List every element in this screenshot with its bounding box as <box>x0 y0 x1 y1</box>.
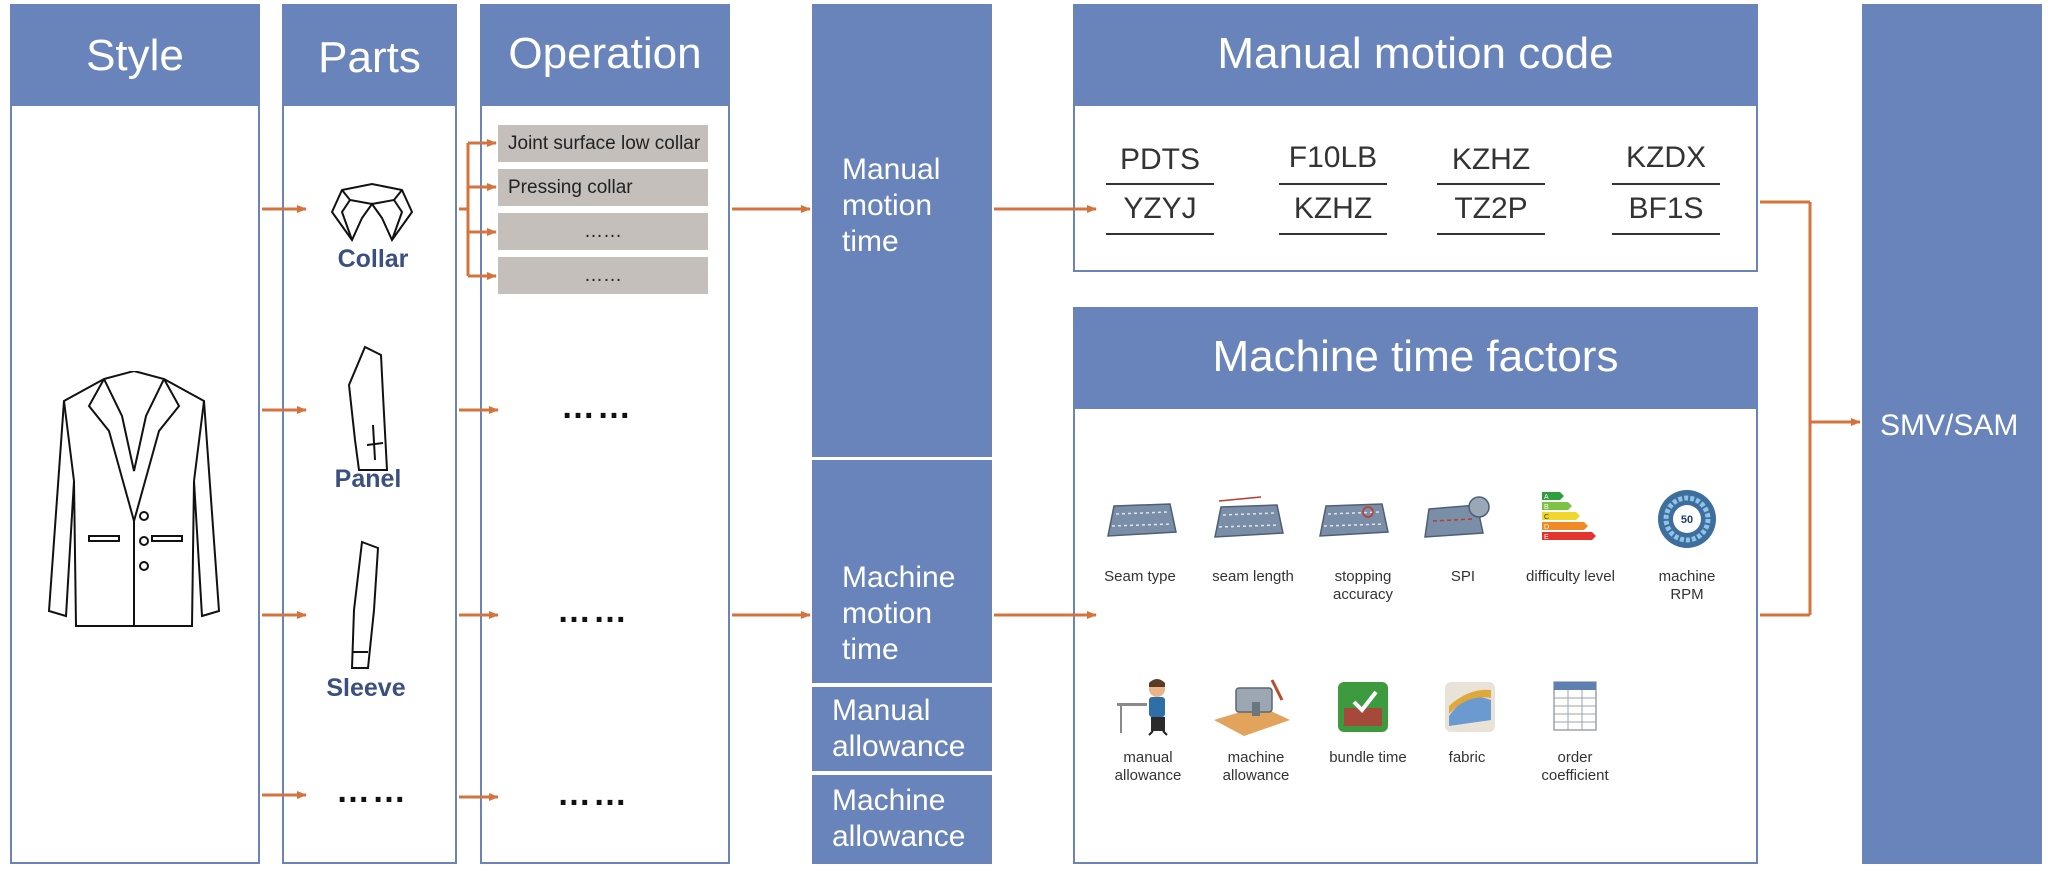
difficulty-letter: B <box>1544 504 1549 511</box>
factor-label: manual allowance <box>1114 749 1182 784</box>
jacket-icon <box>47 371 221 627</box>
manual-motion-time-label: Manual motion time <box>842 153 941 258</box>
seam-type-icon <box>1107 503 1177 537</box>
operation-header: Operation <box>482 6 728 106</box>
difficulty-level-icon: A B C D E <box>1542 492 1596 541</box>
factor-label: machine allowance <box>1222 749 1290 784</box>
collar-icon <box>330 182 414 242</box>
order-coefficient-icon <box>1553 681 1597 731</box>
manual-motion-code-panel: Manual motion code <box>1073 4 1758 272</box>
factor-label: bundle time <box>1329 749 1407 766</box>
manual-allowance-icon <box>1117 679 1168 736</box>
code-divider <box>1437 183 1545 185</box>
code-divider <box>1106 233 1214 235</box>
motion-code: KZDX <box>1625 141 1706 174</box>
manual-motion-code-header: Manual motion code <box>1075 6 1756 106</box>
difficulty-letter: A <box>1544 494 1549 501</box>
motion-code: BF1S <box>1628 192 1704 225</box>
machine-allowance-icon <box>1214 679 1290 736</box>
operation-item: …… <box>498 257 708 294</box>
motion-code: PDTS <box>1119 143 1200 176</box>
operation-more-rest: …… <box>557 775 629 813</box>
code-divider <box>1279 233 1387 235</box>
stopping-accuracy-icon <box>1319 503 1389 537</box>
difficulty-letter: D <box>1544 524 1549 531</box>
style-header: Style <box>12 6 258 106</box>
machine-allowance-block: Machine allowance <box>812 775 992 864</box>
machine-motion-time-block: Machine motion time <box>812 460 992 683</box>
factor-label: order coefficient <box>1541 749 1609 784</box>
motion-code: KZHZ <box>1293 192 1373 225</box>
machine-motion-time-label: Machine motion time <box>842 561 956 666</box>
operation-more-sleeve: …… <box>557 592 629 630</box>
sleeve-icon <box>350 540 380 669</box>
motion-code: KZHZ <box>1451 143 1531 176</box>
manual-allowance-block: Manual allowance <box>812 687 992 771</box>
part-more: …… <box>336 772 408 810</box>
motion-code: TZ2P <box>1454 192 1528 225</box>
parts-column: Parts <box>282 4 457 864</box>
factor-label: SPI <box>1450 568 1476 585</box>
style-column: Style <box>10 4 260 864</box>
difficulty-letter: E <box>1544 534 1549 541</box>
factor-label: difficulty level <box>1526 568 1615 585</box>
machine-time-factors-panel: Machine time factors <box>1073 307 1758 864</box>
machine-rpm-icon: 50 <box>1658 490 1716 548</box>
factor-label: Seam type <box>1104 568 1176 585</box>
factor-label: machine RPM <box>1658 568 1716 603</box>
manual-motion-time-block: Manual motion time <box>812 4 992 457</box>
operation-more-panel: …… <box>561 388 633 426</box>
code-divider <box>1437 233 1545 235</box>
part-label-panel: Panel <box>334 465 402 493</box>
part-label-collar: Collar <box>337 245 409 273</box>
factor-label: seam length <box>1212 568 1294 585</box>
code-divider <box>1612 183 1720 185</box>
smv-sam-label: SMV/SAM <box>1880 409 2019 442</box>
motion-code: YZYJ <box>1123 192 1197 225</box>
manual-allowance-label: Manual allowance <box>832 694 966 763</box>
bundle-time-icon <box>1338 682 1388 732</box>
panel-icon <box>347 345 389 471</box>
code-divider <box>1279 183 1387 185</box>
fabric-icon <box>1445 682 1495 732</box>
smv-sam-block: SMV/SAM <box>1862 4 2042 864</box>
rpm-value: 50 <box>1681 514 1693 526</box>
factor-label: fabric <box>1448 749 1486 766</box>
difficulty-letter: C <box>1544 514 1549 521</box>
seam-length-icon <box>1214 496 1284 538</box>
machine-allowance-label: Machine allowance <box>832 784 966 853</box>
machine-time-factors-header: Machine time factors <box>1075 309 1756 409</box>
part-label-sleeve: Sleeve <box>326 674 406 702</box>
code-divider <box>1612 233 1720 235</box>
operation-item: Joint surface low collar <box>498 125 708 162</box>
operation-item: Pressing collar <box>498 169 708 206</box>
spi-icon <box>1424 496 1490 538</box>
operation-item: …… <box>498 213 708 250</box>
factor-label: stopping accuracy <box>1332 568 1394 603</box>
parts-header: Parts <box>284 6 455 106</box>
code-divider <box>1106 183 1214 185</box>
motion-code: F10LB <box>1288 141 1378 174</box>
